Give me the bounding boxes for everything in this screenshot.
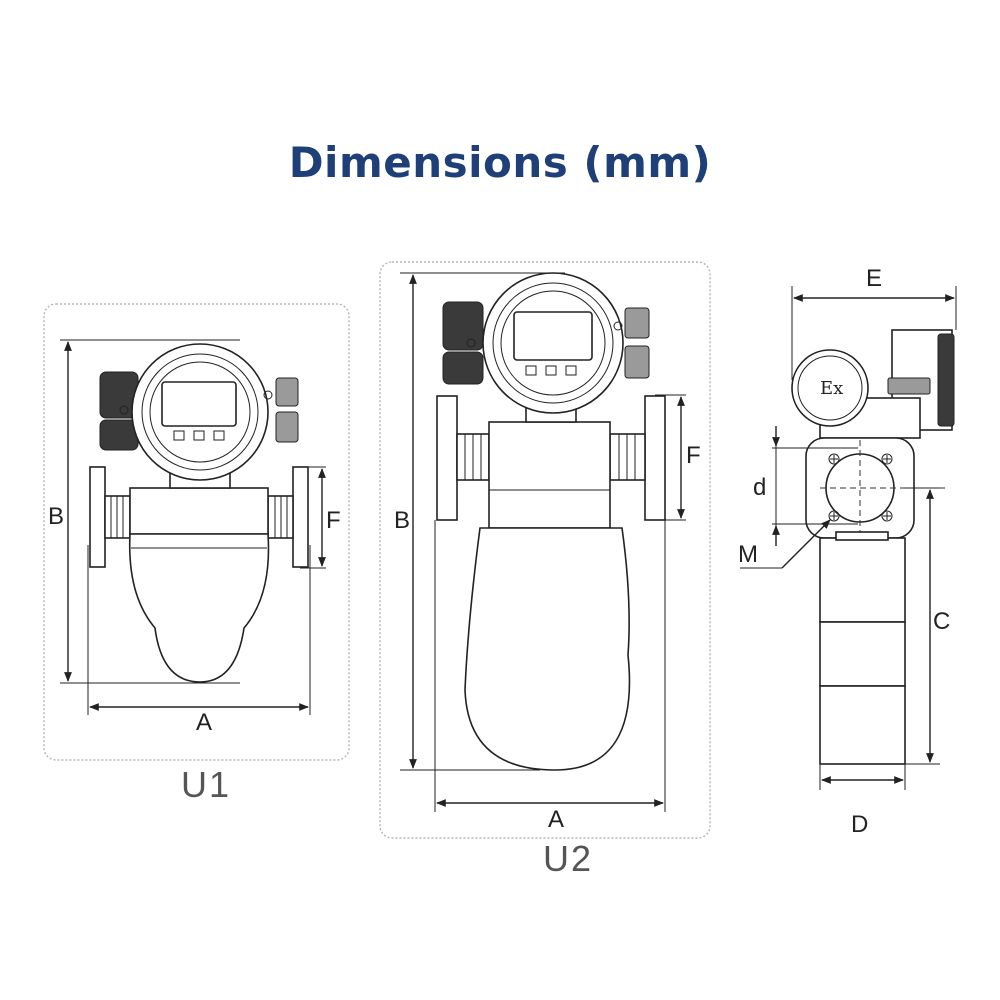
u2-caption: U2 [543,838,593,879]
side-dim-e-label: E [866,265,882,292]
u2-frame [379,261,711,839]
u1-cable-gland-top [275,377,299,407]
side-dim-d-small-label: d [753,474,766,501]
u1-dim-a-label: A [196,709,212,736]
u2-cable-gland-bottom [624,345,650,379]
u2-cable-gland-top [624,307,650,339]
u2-lcd-screen [513,311,593,361]
side-display-cap [791,349,869,427]
side-dim-c-label: C [933,608,950,635]
u2-view: B A F U2 [379,261,711,879]
u1-dim-f-label: F [326,507,341,534]
side-dim-m-label: M [738,541,758,568]
u2-dim-f-label: F [686,442,701,469]
side-dim-d-label: D [851,811,868,838]
u2-center-block [488,421,611,529]
side-ex-badge: Ex [820,378,843,399]
u1-caption: U1 [181,764,231,805]
side-bolt-hole [828,510,840,522]
u2-dim-a-label: A [548,806,564,833]
side-lower-body [819,537,906,623]
page-title: Dimensions (mm) [288,138,712,187]
u2-sensor-housing [464,527,631,771]
u2-dim-b-label: B [394,507,410,534]
u1-cable-gland-bottom [275,411,299,443]
u1-lcd-screen [161,381,237,427]
side-view: E Ex d M [738,265,957,838]
u1-right-flange [292,466,309,568]
u2-right-flange [644,395,666,521]
u2-terminal-cap [442,301,484,351]
u2-left-flange [436,395,458,521]
u1-frame [43,303,350,761]
side-dim-m-leader [781,519,831,569]
u1-sensor-housing [128,533,270,683]
u1-dim-b-label: B [48,503,64,530]
u1-view: B A F U1 [43,303,350,805]
side-cable-gland [887,377,931,395]
u1-center-block [129,487,269,535]
u1-left-flange [89,466,106,568]
